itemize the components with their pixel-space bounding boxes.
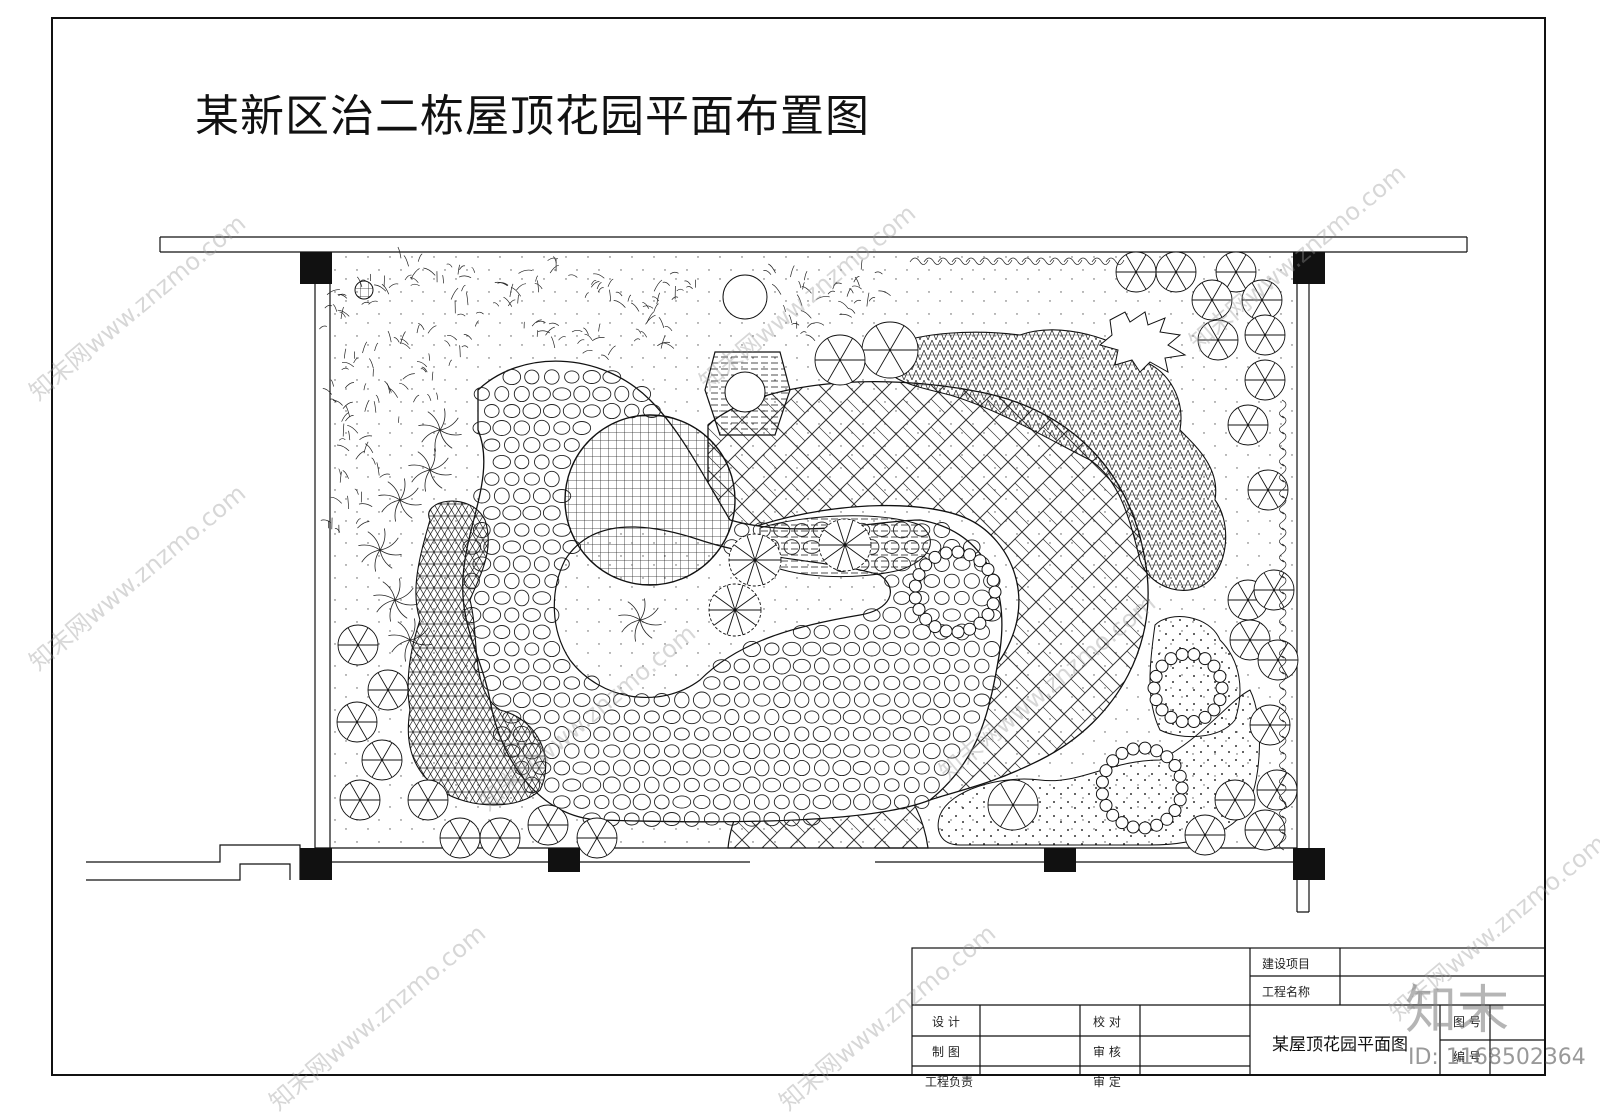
palm-icon xyxy=(358,408,662,662)
watermark-id: ID: 1168502364 xyxy=(1408,1045,1586,1070)
round-stepping-stone xyxy=(722,274,768,320)
watermark-logo: 知末 xyxy=(1405,981,1510,1041)
page-title: 某新区治二栋屋顶花园平面布置图 xyxy=(195,91,870,142)
title-block-approve: 审 定 xyxy=(1093,1075,1121,1089)
title-block-project: 建设项目 xyxy=(1262,957,1311,971)
small-shrub-icon xyxy=(354,280,374,300)
zigzag-shrub-bed xyxy=(879,329,1227,591)
column-icon xyxy=(300,252,1325,880)
title-block xyxy=(911,947,1546,1076)
title-block-drafting: 制 图 xyxy=(932,1045,960,1059)
building-outline xyxy=(86,236,1468,913)
title-block-sheet: 图 号 xyxy=(1453,1015,1481,1029)
title-block-number: 编 号 xyxy=(1453,1050,1481,1064)
title-block-drawing-name: 某屋顶花园平面图 xyxy=(1272,1035,1408,1055)
title-block-review: 审 核 xyxy=(1093,1045,1121,1059)
timber-deck xyxy=(704,351,791,436)
shrub-ring xyxy=(908,545,1229,835)
bamboo-icon xyxy=(319,246,1287,851)
title-block-proofread: 校 对 xyxy=(1093,1015,1121,1029)
title-block-design: 设 计 xyxy=(932,1015,960,1029)
title-block-project-name: 工程名称 xyxy=(1262,985,1311,999)
grid-paved-circle xyxy=(564,414,736,586)
title-block-engineer: 工程负责 xyxy=(925,1075,974,1089)
spiky-shrub-icon xyxy=(1098,311,1187,373)
